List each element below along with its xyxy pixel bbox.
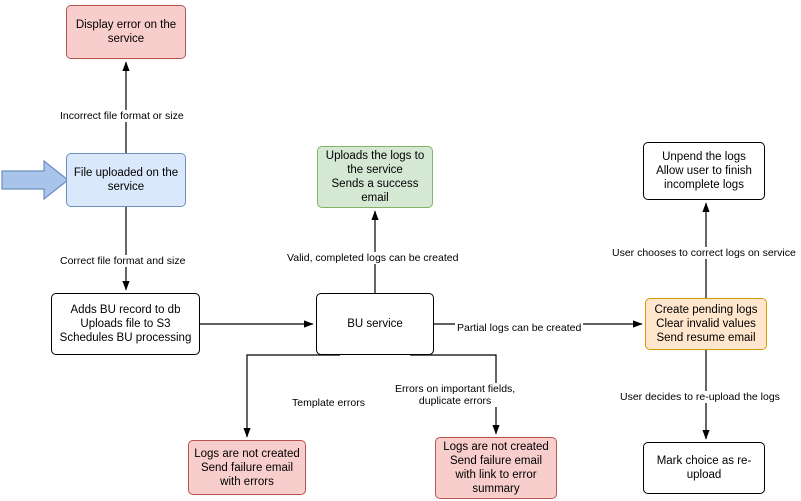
node-label: File uploaded on the service xyxy=(73,167,179,193)
edge-label-errors-important: Errors on important fields, duplicate er… xyxy=(393,383,518,407)
edge-label-user-corrects: User chooses to correct logs on service xyxy=(610,247,798,259)
node-mark-choice-reupload[interactable]: Mark choice as re- upload xyxy=(643,442,765,494)
node-uploads-logs[interactable]: Uploads the logs to the service Sends a … xyxy=(317,146,433,208)
node-label: Logs are not created Send failure email … xyxy=(443,441,549,495)
node-label: Mark choice as re- upload xyxy=(656,455,752,481)
node-logs-not-created-template[interactable]: Logs are not created Send failure email … xyxy=(188,440,306,495)
edge-label-incorrect-format: Incorrect file format or size xyxy=(58,110,186,122)
edge-label-partial-logs: Partial logs can be created xyxy=(455,322,584,334)
entry-arrow xyxy=(1,159,69,201)
node-label: Create pending logs Clear invalid values… xyxy=(654,304,758,344)
node-logs-not-created-errors[interactable]: Logs are not created Send failure email … xyxy=(435,437,557,499)
edge-label-correct-format: Correct file format and size xyxy=(58,255,188,267)
node-adds-bu-record[interactable]: Adds BU record to db Uploads file to S3 … xyxy=(51,293,200,355)
node-label: Display error on the service xyxy=(75,19,177,45)
node-create-pending-logs[interactable]: Create pending logs Clear invalid values… xyxy=(645,298,767,350)
edge-label-valid-logs: Valid, completed logs can be created xyxy=(285,252,461,264)
edge-label-user-reupload: User decides to re-upload the logs xyxy=(618,391,782,403)
node-label: Adds BU record to db Uploads file to S3 … xyxy=(59,304,192,344)
node-label: BU service xyxy=(347,318,403,330)
node-label: Unpend the logs Allow user to finish inc… xyxy=(656,151,752,191)
edge-label-template-errors: Template errors xyxy=(290,397,367,409)
node-unpend-logs[interactable]: Unpend the logs Allow user to finish inc… xyxy=(643,142,765,200)
node-file-uploaded[interactable]: File uploaded on the service xyxy=(66,153,186,207)
edge-bu-to-template-errors xyxy=(243,354,340,438)
node-display-error[interactable]: Display error on the service xyxy=(66,5,186,59)
node-bu-service[interactable]: BU service xyxy=(316,293,434,355)
node-label: Uploads the logs to the service Sends a … xyxy=(325,150,425,204)
node-label: Logs are not created Send failure email … xyxy=(194,447,300,488)
